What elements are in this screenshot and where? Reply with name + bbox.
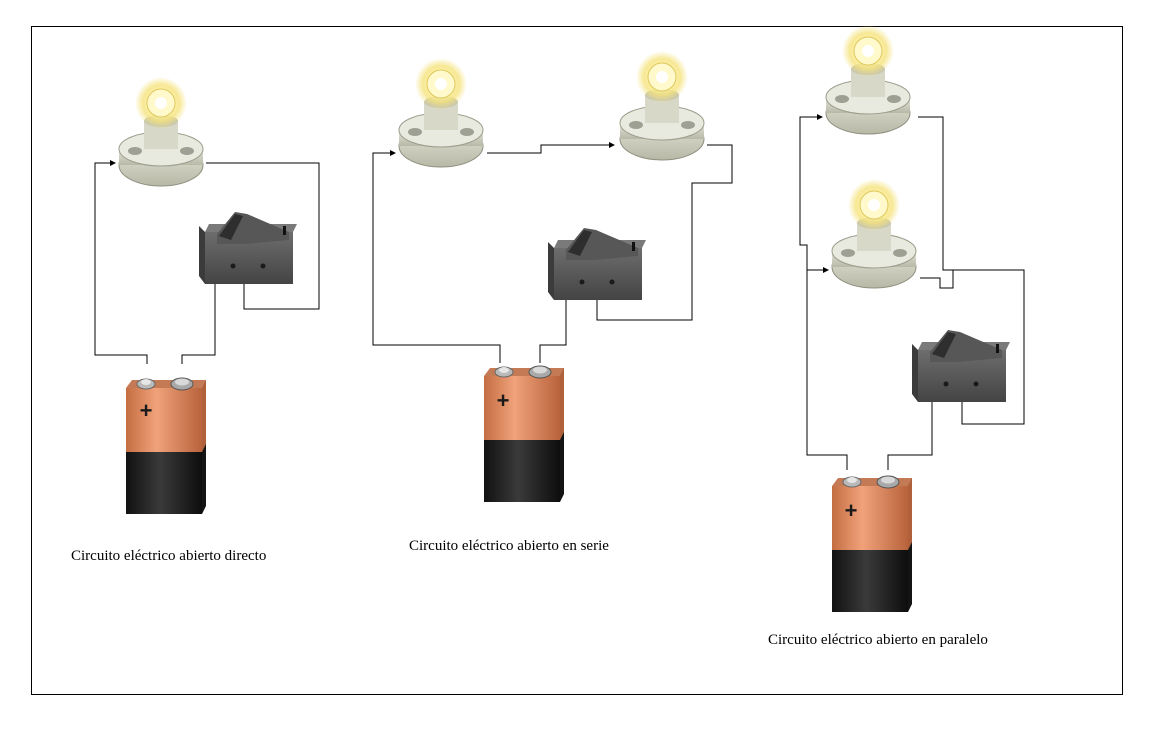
circuit-series: +: [372, 50, 733, 503]
caption-parallel: Circuito eléctrico abierto en paralelo: [768, 632, 988, 648]
wire: [799, 114, 823, 270]
wire: [206, 162, 320, 310]
caption-series: Circuito eléctrico abierto en serie: [409, 538, 609, 554]
circuit-direct: +: [94, 76, 320, 515]
diagram-frame: [31, 26, 1123, 695]
switch-1: [199, 212, 297, 284]
wire: [806, 267, 848, 470]
lamp-2b: [619, 50, 705, 161]
wire: [181, 269, 233, 364]
switch-2: [548, 228, 646, 300]
lamp-3a: [825, 24, 911, 135]
caption-direct: Circuito eléctrico abierto directo: [71, 548, 267, 564]
wire: [953, 269, 1025, 425]
battery-2: [483, 365, 565, 503]
lamp-3b: [831, 178, 917, 289]
battery-plus-symbol: +: [845, 498, 858, 523]
wire: [487, 142, 615, 154]
lamp-1: [118, 76, 204, 187]
wire: [918, 116, 954, 289]
wire: [596, 144, 733, 321]
battery-3: [831, 475, 913, 613]
battery-plus-symbol: +: [497, 388, 510, 413]
battery-plus-symbol: +: [140, 398, 153, 423]
wire: [372, 150, 501, 363]
switch-3: [912, 330, 1010, 402]
battery-1: [125, 377, 207, 515]
lamp-2a: [398, 57, 484, 168]
wire: [94, 160, 148, 364]
circuit-parallel: +: [799, 24, 1025, 613]
